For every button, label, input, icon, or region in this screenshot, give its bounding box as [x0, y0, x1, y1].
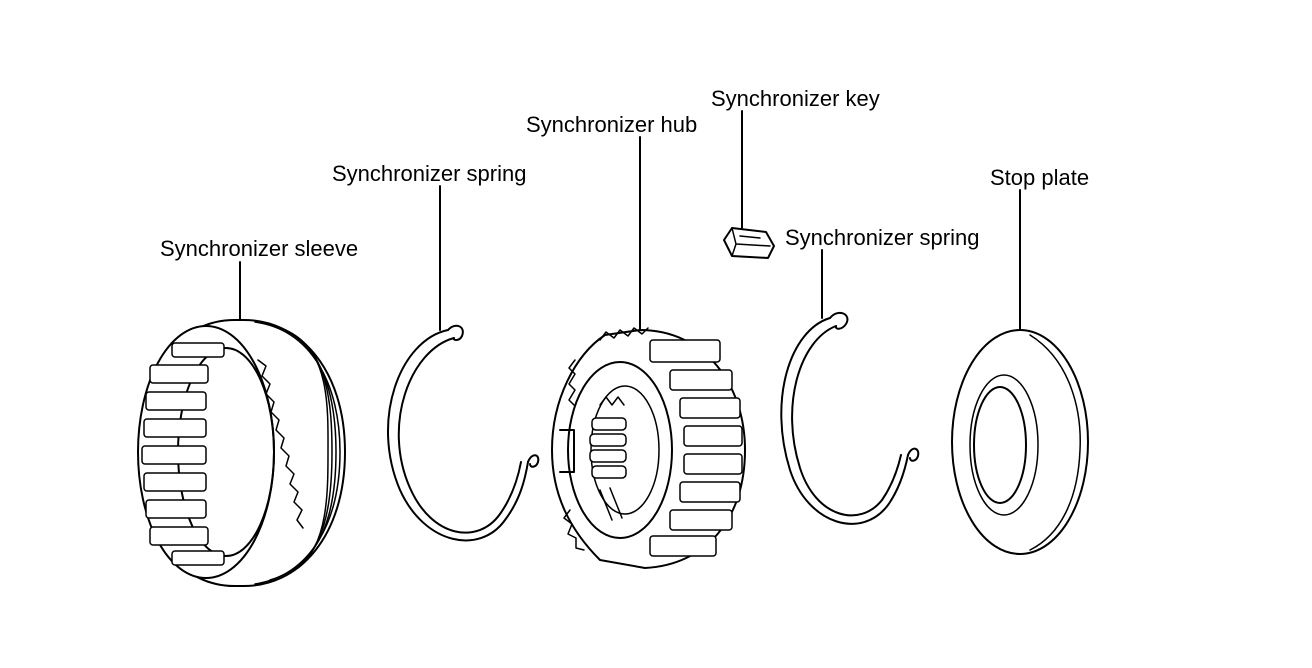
synchronizer-sleeve — [137, 318, 346, 588]
synchronizer-spring-left — [387, 324, 540, 542]
label-stop-plate: Stop plate — [990, 165, 1089, 190]
synchronizer-hub — [551, 327, 746, 569]
label-synchronizer-hub: Synchronizer hub — [526, 112, 697, 137]
label-synchronizer-sleeve: Synchronizer sleeve — [160, 236, 358, 261]
synchronizer-spring-right — [780, 311, 920, 525]
label-synchronizer-key: Synchronizer key — [711, 86, 880, 111]
label-synchronizer-spring-right: Synchronizer spring — [785, 225, 979, 250]
leader-lines — [239, 110, 1021, 331]
synchronizer-key — [723, 227, 775, 259]
label-synchronizer-spring-left: Synchronizer spring — [332, 161, 526, 186]
stop-plate — [951, 329, 1089, 555]
